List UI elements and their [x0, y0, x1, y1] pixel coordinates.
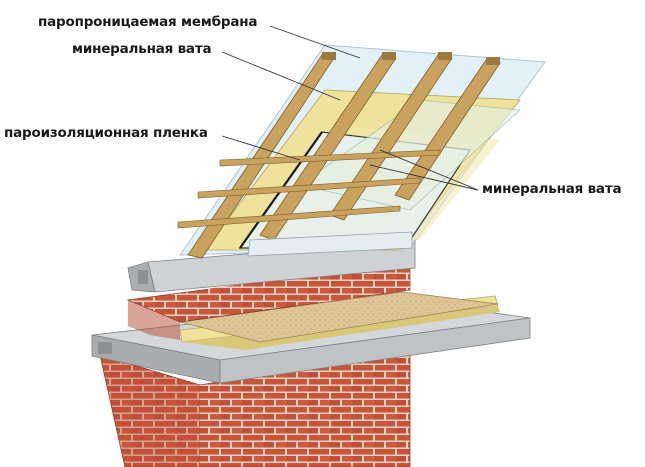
- leader-lines: [221, 25, 479, 191]
- battens: [177, 149, 441, 229]
- label-vapor-barrier-film: пароизоляционная пленка: [4, 125, 208, 141]
- label-mineral-wool-top: минеральная вата: [72, 41, 212, 57]
- label-vapor-permeable-membrane: паропроницаемая мембрана: [38, 14, 258, 30]
- lower-brick-wall: [99, 349, 411, 467]
- label-mineral-wool-right: минеральная вата: [482, 181, 622, 197]
- ceiling-panel: [247, 231, 413, 257]
- upper-brick-wall: [126, 261, 411, 340]
- floor-board: [179, 291, 499, 343]
- rafters: [187, 52, 501, 259]
